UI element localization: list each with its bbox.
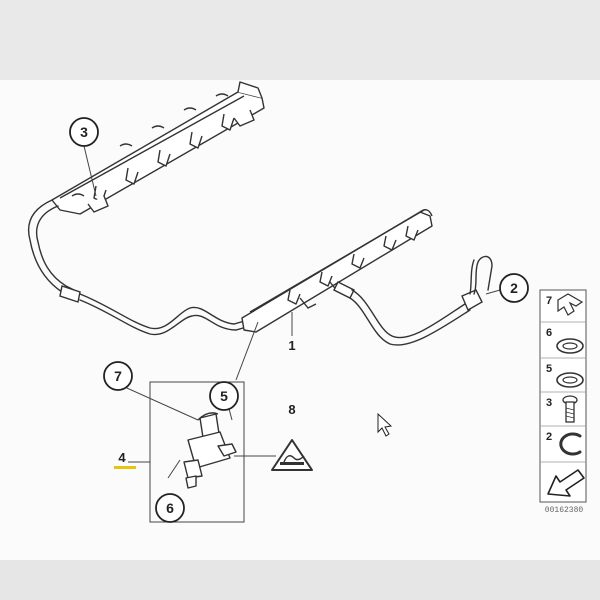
legend-item-5-num: 5 [546,363,552,375]
callout-7: 7 [103,361,133,391]
callout-6: 6 [155,493,185,523]
screen-area [0,80,600,560]
legend-item-7: 7 [546,293,584,316]
arrow-down-left-icon [547,469,585,497]
callout-6-text: 6 [166,500,174,516]
fuel-injector [183,412,237,489]
callout-7-text: 7 [114,368,122,384]
callout-3-text: 3 [80,124,88,140]
o-ring-icon [556,372,584,388]
crossover-fuel-line [27,199,251,336]
legend-item-2-num: 2 [546,431,552,443]
label-4-highlight [114,466,136,469]
callout-2-text: 2 [510,280,518,296]
legend-item-2: 2 [546,431,582,456]
warning-triangle-icon [271,439,313,471]
callout-5-text: 5 [220,388,228,404]
clip-icon [557,293,584,316]
legend-item-5: 5 [546,363,584,388]
mouse-cursor-icon [377,412,393,437]
snap-ring-icon [559,432,582,456]
label-1: 1 [288,338,295,353]
label-8: 8 [288,402,295,417]
callout-5: 5 [209,381,239,411]
callout-2: 2 [499,273,529,303]
callout-3: 3 [69,117,99,147]
injector-detail-frame [149,381,245,523]
legend-arrow [541,463,585,501]
label-4: 4 [118,450,126,465]
bottom-bezel-area [0,560,600,600]
doc-id: 00162380 [545,506,584,515]
lower-fuel-rail [241,209,433,333]
legend-item-3-num: 3 [546,397,552,409]
top-bezel-area [0,0,600,80]
bolt-icon [562,395,578,423]
fuel-feed-line [333,255,493,346]
upper-fuel-rail [51,81,265,215]
legend-item-6-num: 6 [546,327,552,339]
legend-item-6: 6 [546,327,584,354]
legend-item-3: 3 [546,395,578,423]
o-ring-icon [556,338,584,354]
legend-item-7-num: 7 [546,295,552,307]
parts-legend: 7 6 5 3 [539,289,587,503]
